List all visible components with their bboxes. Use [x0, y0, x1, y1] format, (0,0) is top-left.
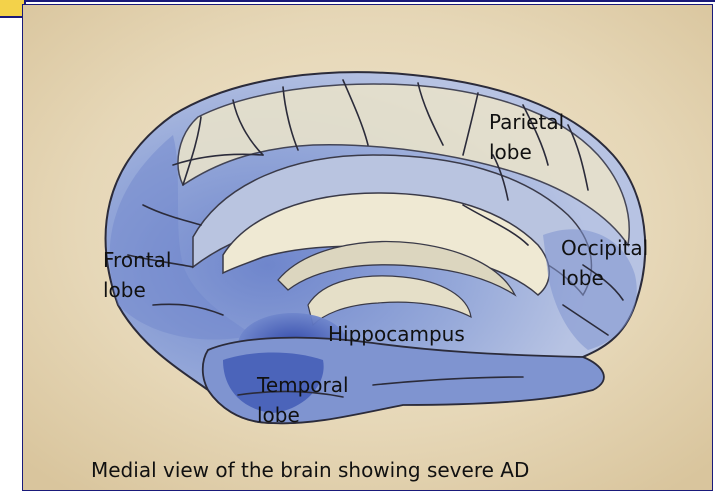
label-frontal-line1: Frontal [103, 248, 171, 272]
brain-illustration: Parietal lobe Frontal lobe Occipital lob… [23, 5, 713, 491]
label-hippocampus: Hippocampus [328, 322, 465, 346]
figure-caption: Medial view of the brain showing severe … [91, 458, 529, 482]
brain-figure: Parietal lobe Frontal lobe Occipital lob… [22, 4, 713, 491]
label-frontal-line2: lobe [103, 278, 146, 302]
slide-top-rule [0, 0, 715, 2]
label-temporal-line1: Temporal [256, 373, 349, 397]
label-parietal-line1: Parietal [489, 110, 564, 134]
label-occipital-line1: Occipital [561, 236, 648, 260]
label-parietal-line2: lobe [489, 140, 532, 164]
label-occipital-line2: lobe [561, 266, 604, 290]
label-temporal-line2: lobe [257, 403, 300, 427]
